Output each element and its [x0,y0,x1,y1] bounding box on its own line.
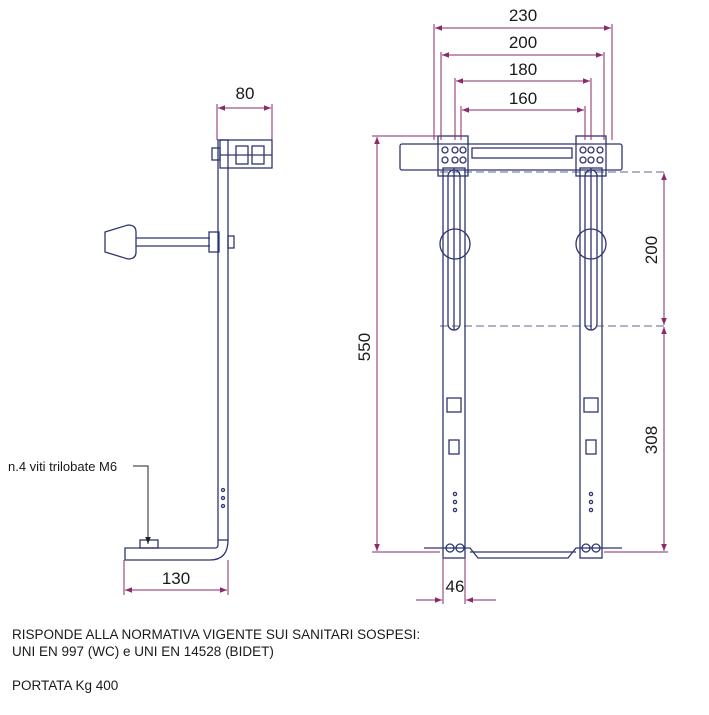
dim-lower-label: 308 [642,426,661,454]
dim-550-label: 550 [355,333,374,361]
notes-line-3: PORTATA Kg 400 [12,678,119,693]
screw-note-leader [133,465,151,544]
left-knob-icon [439,228,471,260]
right-upright [575,135,607,559]
side-dimensions [123,104,273,595]
front-foot-dimension [416,556,496,604]
dim-foot-label: 46 [446,577,465,596]
side-l-base [124,539,229,561]
front-view [399,135,623,559]
front-reference-lines [440,171,668,327]
left-logo-icon [446,397,462,413]
notes-block: RISPONDE ALLA NORMATIVA VIGENTE SUI SANI… [12,626,420,694]
front-height-dimension [372,135,440,553]
side-vertical-bar [217,139,229,541]
right-logo-icon [583,397,599,413]
side-view [104,139,273,561]
side-threaded-rod [104,224,235,260]
screw-note-label: n.4 viti trilobate M6 [8,459,117,474]
dim-200-label: 200 [509,33,537,52]
notes-line-2: UNI EN 997 (WC) e UNI EN 14528 (BIDET) [12,644,274,659]
side-dim-bottom-label: 130 [162,569,190,588]
front-right-dimensions [604,173,668,553]
front-base-foot [424,547,622,559]
dim-160-label: 160 [509,89,537,108]
side-bolt-head [211,147,221,161]
front-top-dimensions [433,24,613,140]
dim-upper-label: 200 [642,236,661,264]
left-upright [437,135,471,559]
knob-icon [104,224,137,260]
dim-230-label: 230 [509,6,537,25]
side-dim-top-label: 80 [236,84,255,103]
right-knob-icon [575,228,607,260]
front-crossbar [399,143,623,171]
dim-180-label: 180 [509,60,537,79]
notes-line-1: RISPONDE ALLA NORMATIVA VIGENTE SUI SANI… [12,627,421,642]
